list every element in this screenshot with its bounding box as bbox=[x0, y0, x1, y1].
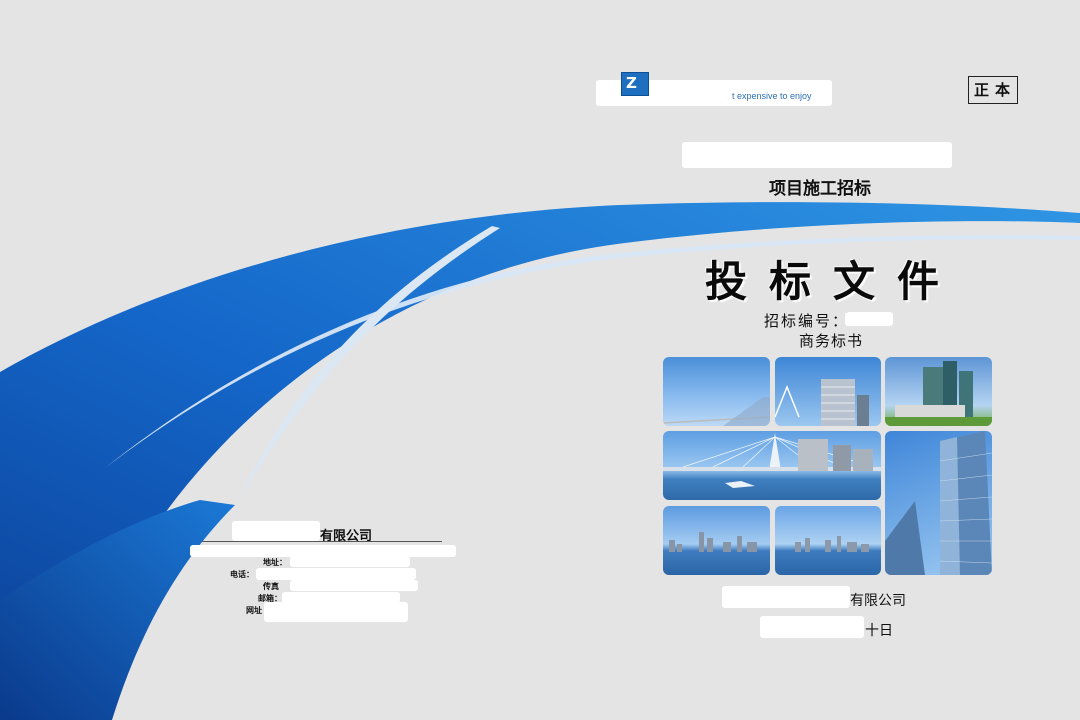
redaction-mark bbox=[190, 545, 456, 557]
website-label: 网址 bbox=[246, 606, 262, 615]
bridge-photo bbox=[663, 431, 881, 500]
redaction-mark bbox=[722, 586, 850, 608]
sky-photo bbox=[663, 357, 770, 426]
redaction-mark bbox=[845, 312, 893, 326]
logo-slogan: t expensive to enjoy bbox=[732, 91, 812, 101]
address-label: 地址： bbox=[263, 558, 287, 567]
tender-number-label: 招标编号： bbox=[764, 312, 850, 330]
glass-towers-photo bbox=[885, 357, 992, 426]
project-name: 项目施工招标 bbox=[769, 179, 871, 199]
office-tower-photo bbox=[885, 431, 992, 575]
redaction-mark bbox=[232, 521, 320, 541]
redaction-mark bbox=[264, 602, 408, 622]
skyscraper-photo bbox=[775, 357, 881, 426]
redaction-mark bbox=[256, 568, 416, 580]
fax-label: 传真 bbox=[263, 582, 279, 591]
original-copy-stamp: 正本 bbox=[968, 76, 1018, 104]
divider-line bbox=[202, 541, 442, 542]
skyline-photo bbox=[663, 506, 770, 575]
company-logo: Z bbox=[621, 72, 649, 96]
company-name: 有限公司 bbox=[850, 593, 906, 609]
logo-letter: Z bbox=[626, 74, 637, 92]
redaction-mark bbox=[682, 142, 952, 168]
email-label: 邮箱： bbox=[258, 594, 282, 603]
phone-label: 电话： bbox=[230, 570, 254, 579]
redaction-mark bbox=[760, 616, 864, 638]
document-subtitle: 商务标书 bbox=[799, 332, 864, 350]
harbor-photo bbox=[775, 506, 881, 575]
document-title: 投标文件 bbox=[705, 257, 962, 306]
back-cover-company-name: 有限公司 bbox=[320, 529, 373, 544]
redaction-mark bbox=[290, 556, 410, 567]
redaction-mark bbox=[290, 580, 418, 591]
submission-date: 十日 bbox=[865, 623, 893, 639]
redaction-mark bbox=[282, 592, 400, 603]
